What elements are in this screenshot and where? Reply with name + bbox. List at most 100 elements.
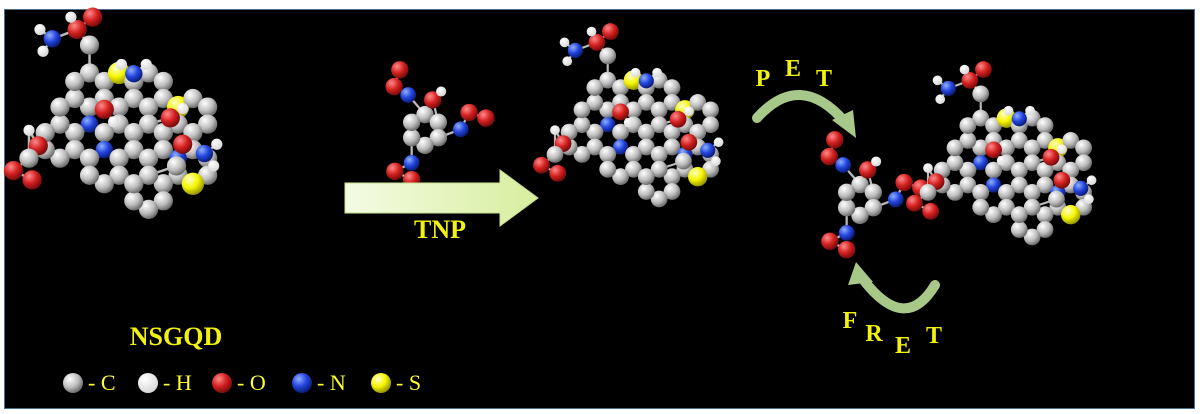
fret-letter-e: E (895, 333, 911, 359)
oxygen-atom (985, 141, 1002, 159)
oxygen-atom (821, 232, 839, 250)
legend-oxygen-sphere (212, 373, 232, 393)
carbon-atom (972, 198, 990, 216)
oxygen-atom (837, 241, 856, 259)
carbon-atom (65, 140, 85, 160)
carbon-atom (416, 136, 434, 155)
oxygen-atom (533, 156, 550, 174)
carbon-atom (153, 71, 173, 92)
carbon-atom (416, 105, 434, 124)
carbon-atom (599, 101, 617, 119)
oxygen-atom (460, 103, 478, 122)
carbon-atom (65, 88, 85, 109)
carbon-atom (998, 139, 1015, 157)
carbon-atom (19, 148, 39, 168)
pet-letter-t: T (816, 66, 832, 92)
nitrogen-atom (940, 80, 956, 97)
carbon-atom (124, 123, 144, 143)
legend-hydrogen-sphere (138, 373, 158, 393)
carbon-atom (702, 101, 719, 119)
nitrogen-atom (835, 157, 852, 173)
hydrogen-atom (177, 103, 189, 115)
nitrogen-atom (700, 142, 716, 158)
carbon-atom (1010, 161, 1028, 179)
hydrogen-atom (108, 116, 120, 128)
carbon-atom (972, 184, 990, 201)
carbon-atom (1023, 228, 1041, 246)
carbon-atom (675, 152, 692, 170)
oxygen-atom (1053, 171, 1071, 189)
legend-nitrogen-label: - N (317, 370, 346, 395)
oxygen-atom (160, 108, 180, 128)
oxygen-atom (391, 61, 409, 79)
hydrogen-atom (211, 138, 223, 150)
nitrogen-atom (80, 115, 99, 133)
oxygen-atom (3, 160, 24, 181)
legend-hydrogen-label: - H (163, 370, 192, 395)
carbon-atom (153, 174, 173, 194)
carbon-atom (663, 168, 681, 186)
oxygen-atom (549, 164, 567, 182)
hydrogen-atom (871, 156, 882, 167)
oxygen-atom (386, 162, 404, 180)
carbon-atom (1062, 132, 1080, 149)
hydrogen-atom (562, 56, 573, 67)
legend-sulfur-label: - S (396, 370, 421, 395)
carbon-atom (138, 199, 159, 219)
oxygen-atom (961, 71, 979, 89)
hydrogen-atom (713, 137, 724, 148)
carbon-atom (94, 123, 114, 143)
carbon-atom (153, 191, 173, 211)
carbon-atom (998, 184, 1015, 201)
carbon-atom (1010, 221, 1028, 238)
carbon-atom (637, 183, 655, 200)
carbon-atom (79, 148, 100, 168)
pet-arrowhead (832, 110, 856, 138)
carbon-atom (402, 129, 421, 147)
oxygen-atom (1042, 148, 1060, 166)
nitrogen-atom (973, 155, 989, 171)
hydrogen-atom (140, 58, 152, 71)
nitrogen-atom (125, 65, 143, 83)
sulfur-atom (688, 166, 708, 187)
nitrogen-atom (403, 155, 420, 171)
carbon-atom (1048, 190, 1065, 208)
hydrogen-atom (630, 67, 641, 78)
hydrogen-atom (684, 106, 694, 117)
carbon-atom (586, 94, 604, 111)
nitrogen-atom (452, 121, 469, 138)
nitrogen-atom (600, 117, 616, 133)
carbon-atom (998, 198, 1015, 216)
oxygen-atom (22, 170, 42, 190)
legend-sulfur-sphere (371, 373, 391, 393)
hydrogen-atom (935, 94, 946, 105)
carbon-atom (586, 123, 604, 141)
nitrogen-atom (195, 144, 214, 163)
nitrogen-atom (1011, 111, 1027, 127)
oxygen-atom (477, 109, 495, 127)
tnp-molecule-bound (820, 131, 930, 259)
hydrogen-atom (959, 64, 970, 75)
carbon-atom (663, 183, 681, 200)
oxygen-atom (669, 110, 687, 128)
nitrogen-atom (986, 177, 1002, 193)
carbon-atom (124, 140, 144, 160)
carbon-atom (663, 138, 681, 156)
carbon-atom (109, 165, 129, 185)
carbon-atom (1075, 139, 1092, 157)
carbon-atom (1023, 198, 1041, 216)
carbon-atom (1075, 154, 1092, 172)
oxygen-atom (826, 131, 844, 149)
oxygen-atom (83, 7, 103, 27)
nsgqd-molecule (3, 7, 223, 219)
carbon-atom (573, 146, 591, 163)
carbon-atom (573, 101, 591, 119)
nitrogen-atom (1073, 180, 1089, 196)
carbon-atom (1023, 139, 1041, 157)
oxygen-atom (820, 147, 838, 166)
carbon-atom (50, 148, 70, 168)
carbon-atom (138, 148, 159, 168)
carbon-atom (65, 71, 85, 92)
arrow-label: TNP (414, 215, 466, 244)
carbon-atom (1023, 184, 1041, 201)
